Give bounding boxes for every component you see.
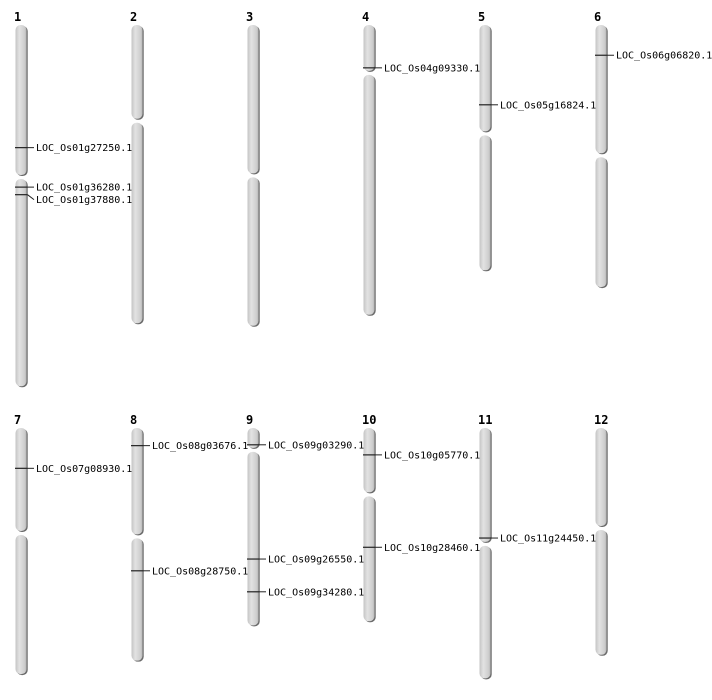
chromosome-12: 12 (594, 413, 608, 656)
chromosome-short-arm (363, 25, 375, 71)
gene-label: LOC_Os07g08930.1 (36, 464, 132, 475)
chromosome-short-arm (595, 25, 607, 154)
gene-label: LOC_Os04g09330.1 (384, 63, 480, 74)
chromosome-label: 11 (478, 413, 492, 427)
chromosome-long-arm (247, 451, 259, 626)
gene-label: LOC_Os09g26550.1 (268, 555, 364, 566)
gene-label: LOC_Os09g34280.1 (268, 587, 364, 598)
chromosome-label: 7 (14, 413, 21, 427)
chromosome-long-arm (479, 135, 491, 271)
chromosome-long-arm (131, 538, 143, 661)
gene-label: LOC_Os10g05770.1 (384, 450, 480, 461)
chromosome-9: 9LOC_Os09g03290.1LOC_Os09g26550.1LOC_Os0… (246, 413, 364, 627)
chromosome-long-arm (363, 496, 375, 622)
gene-label: LOC_Os05g16824.1 (500, 100, 596, 111)
chromosome-3: 3 (246, 10, 260, 327)
chromosome-label: 2 (130, 10, 137, 24)
chromosome-long-arm (15, 179, 27, 387)
chromosome-label: 1 (14, 10, 21, 24)
chromosome-short-arm (479, 25, 491, 132)
gene-label: LOC_Os06g06820.1 (616, 51, 712, 62)
chromosome-long-arm (15, 535, 27, 675)
chromosome-label: 10 (362, 413, 376, 427)
gene-label: LOC_Os08g28750.1 (152, 566, 248, 577)
gene-label: LOC_Os08g03676.1 (152, 441, 248, 452)
chromosome-label: 5 (478, 10, 485, 24)
chromosome-short-arm (479, 428, 491, 542)
gene-label: LOC_Os09g03290.1 (268, 440, 364, 451)
chromosome-long-arm (479, 545, 491, 679)
chromosome-long-arm (595, 157, 607, 288)
gene-label: LOC_Os11g24450.1 (500, 534, 596, 545)
chromosome-label: 3 (246, 10, 253, 24)
chromosome-label: 12 (594, 413, 608, 427)
gene-label: LOC_Os10g28460.1 (384, 543, 480, 554)
chromosome-label: 6 (594, 10, 601, 24)
chromosome-short-arm (247, 25, 259, 174)
chromosome-short-arm (15, 428, 27, 531)
chromosome-long-arm (247, 177, 259, 326)
gene-label: LOC_Os01g36280.1 (36, 183, 132, 194)
chromosome-short-arm (131, 25, 143, 119)
chromosome-short-arm (247, 428, 259, 448)
chromosome-2: 2 (130, 10, 144, 325)
chromosome-label: 4 (362, 10, 369, 24)
chromosome-1: 1LOC_Os01g27250.1LOC_Os01g36280.1LOC_Os0… (14, 10, 132, 388)
chromosome-long-arm (363, 74, 375, 315)
chromosome-long-arm (595, 529, 607, 655)
chromosome-short-arm (595, 428, 607, 526)
gene-leader-line (27, 194, 35, 201)
chromosome-short-arm (15, 25, 27, 176)
chromosome-short-arm (363, 428, 375, 493)
chromosome-long-arm (131, 122, 143, 324)
gene-label: LOC_Os01g37880.1 (36, 195, 132, 206)
chromosome-short-arm (131, 428, 143, 535)
gene-label: LOC_Os01g27250.1 (36, 143, 132, 154)
chromosome-label: 8 (130, 413, 137, 427)
chromosome-label: 9 (246, 413, 253, 427)
